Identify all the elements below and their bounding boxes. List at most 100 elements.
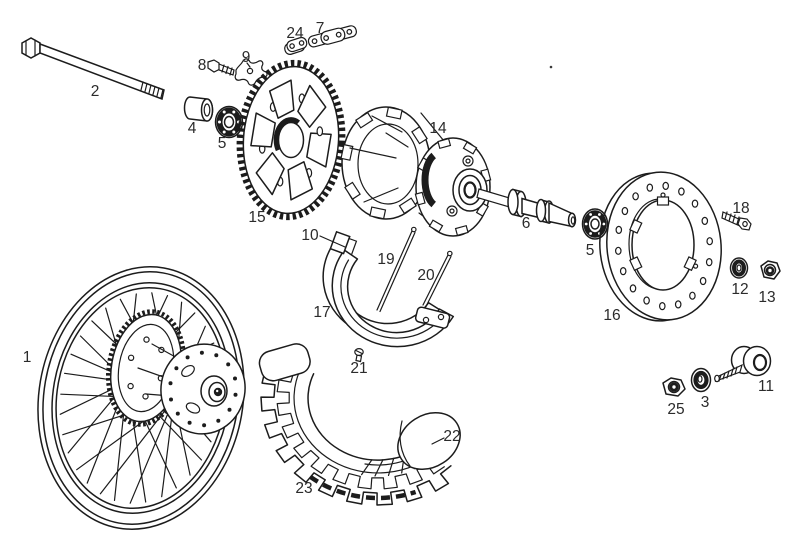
- tyre-carcass-line: [361, 459, 373, 476]
- sprocket-cutout: [255, 152, 285, 196]
- axle-nut-illustration: [760, 260, 781, 280]
- callout-16: 16: [603, 307, 620, 324]
- disc-drilled-hole: [621, 206, 629, 216]
- wheel-sprocket-hole: [127, 382, 134, 390]
- brake-spring-rods-illustration: [376, 226, 453, 313]
- hub-small-hole: [465, 158, 471, 164]
- disc-drilled-hole: [662, 181, 670, 190]
- callout-10: 10: [301, 227, 319, 244]
- disc-drilled-hole: [689, 291, 696, 300]
- hub-castellation: [462, 141, 478, 155]
- hub-vane-line: [363, 187, 399, 203]
- tyre-insert-seam: [399, 420, 411, 467]
- disc-drilled-hole: [706, 237, 714, 246]
- sprocket-cutout: [287, 161, 314, 201]
- callout-14: 14: [429, 120, 447, 137]
- callout-22: 22: [443, 428, 460, 445]
- disc-drilled-hole: [615, 225, 623, 234]
- drive-chain-illustration: [307, 25, 357, 48]
- rear-sprocket-illustration: [236, 59, 346, 221]
- shoe-bracket-hole: [422, 316, 430, 324]
- wheel-sprocket-hole: [143, 336, 150, 343]
- tyre-knob-row-inner: [276, 367, 445, 490]
- disc-drilled-hole: [629, 284, 637, 293]
- hub-connector: [420, 112, 445, 142]
- wheel-disc-hole: [175, 411, 180, 416]
- disc-drilled-hole: [678, 187, 685, 196]
- callout-5b: 5: [586, 242, 595, 259]
- sprocket-bolt-hole: [316, 126, 324, 137]
- callout-21: 21: [350, 360, 367, 377]
- hub-vane-line: [385, 132, 409, 148]
- sprocket-center-hole: [277, 121, 305, 159]
- disc-drilled-hole: [699, 276, 707, 286]
- small-screw-illustration: [354, 348, 364, 363]
- tyre-knob-row-outer: [260, 355, 452, 506]
- disc-mount-tab: [629, 218, 643, 234]
- hub-castellation: [454, 224, 469, 237]
- sprocket-center-shadow: [273, 117, 301, 152]
- callout-12: 12: [731, 281, 748, 298]
- chain-guide-bolt-illustration: [207, 59, 235, 76]
- sprocket-cutout: [306, 132, 332, 168]
- print-speck: [549, 65, 553, 69]
- disc-tab-hole: [660, 192, 666, 198]
- disc-drilled-hole: [646, 183, 654, 192]
- hub-shadow-crescent: [421, 152, 437, 208]
- washer-illustration: [729, 257, 749, 279]
- disc-drilled-hole: [674, 300, 682, 309]
- wheel-axle-center: [213, 387, 223, 397]
- wheel-disc-hole: [168, 381, 173, 386]
- disc-drilled-hole: [619, 267, 627, 276]
- brake-disc-illustration: [599, 171, 722, 322]
- wheel-axle-highlight: [216, 389, 219, 393]
- tyre-carcass-line: [374, 459, 384, 477]
- callout-6: 6: [522, 215, 531, 232]
- wheel-disc-hole: [185, 355, 190, 360]
- wheel-disc-slot: [181, 364, 195, 378]
- callout-4: 4: [188, 120, 197, 137]
- damper-block: [369, 206, 387, 220]
- brake-shoes-illustration: [322, 230, 455, 348]
- callout-24: 24: [286, 25, 304, 42]
- sprocket-cutout: [250, 112, 276, 148]
- disc-inner-opening: [631, 199, 695, 291]
- diagram-artwork: [21, 25, 781, 530]
- hub-castellation: [428, 219, 444, 233]
- callout-13: 13: [758, 289, 775, 306]
- callout-1: 1: [23, 349, 32, 366]
- callout-20: 20: [417, 267, 435, 284]
- disc-drilled-hole: [614, 246, 622, 255]
- tyre-illustration: [258, 343, 463, 506]
- disc-drilled-hole: [691, 199, 699, 208]
- sprocket-teeth: [236, 59, 346, 221]
- disc-bolt-illustration: [721, 211, 752, 231]
- wheel-rim-ring: [37, 266, 245, 530]
- damper-block: [385, 106, 403, 120]
- callout-5a: 5: [218, 135, 227, 152]
- shoe-end-bracket: [414, 306, 451, 329]
- wheel-disc-hole: [169, 397, 173, 402]
- axle-bolt-illustration: [21, 37, 165, 101]
- hub-small-hole: [449, 208, 455, 214]
- disc-drilled-hole: [701, 216, 709, 225]
- callout-7: 7: [316, 20, 325, 37]
- shoe-end-tab: [329, 230, 351, 255]
- wheel-disc-hole: [227, 407, 232, 412]
- wheel-disc-hole: [233, 392, 238, 397]
- disc-drilled-hole: [658, 302, 666, 311]
- callout-9: 9: [242, 49, 251, 66]
- hub-vane-line: [371, 115, 403, 133]
- rear-wheel-illustration: [37, 266, 246, 530]
- disc-drilled-hole: [705, 258, 713, 267]
- wheel-disc-hole: [214, 353, 219, 358]
- shoe-bracket-hole: [437, 313, 445, 321]
- cush-drive-hub-illustration: [340, 106, 492, 237]
- sprocket-cutout: [297, 84, 327, 128]
- tyre-carcass-line: [387, 457, 395, 476]
- wheel-disc-hole: [233, 376, 237, 381]
- part-number-callouts: 1 2 3 4 5 5 6 7 8 9 10 11 12 13 14 15 16…: [23, 20, 776, 497]
- wheel-disc-hole: [202, 423, 207, 428]
- callout-18: 18: [732, 200, 749, 217]
